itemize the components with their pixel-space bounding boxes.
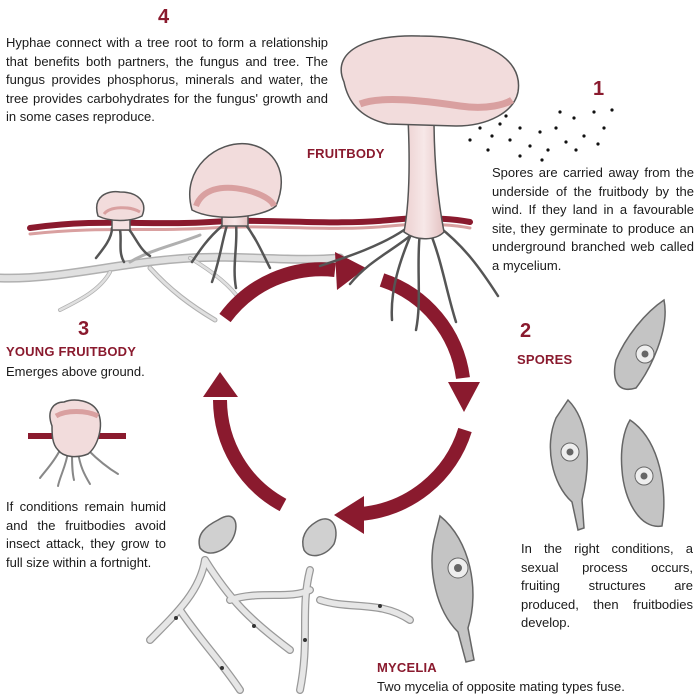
step-4-text: Hyphae connect with a tree root to form … xyxy=(6,35,328,124)
medium-fruitbody xyxy=(189,142,282,290)
step-3-number: 3 xyxy=(78,318,90,340)
spore-nuclei xyxy=(447,344,655,579)
spore-illustrations xyxy=(431,298,666,663)
step-1-text: Spores are carried away from the undersi… xyxy=(492,165,694,273)
spores-heading: SPORES xyxy=(517,352,573,367)
young-fruitbody-subtext: Emerges above ground. xyxy=(6,364,145,379)
cycle-arrowheads xyxy=(203,252,480,534)
young-fruitbody-illustration xyxy=(28,399,126,487)
large-fruitbody xyxy=(318,35,520,332)
step-3-text: If conditions remain humid and the fruit… xyxy=(6,499,166,570)
fruitbody-label: FRUITBODY xyxy=(307,146,385,161)
step-2-number: 2 xyxy=(520,320,532,342)
mycelia-heading: MYCELIA xyxy=(377,660,437,675)
step-1-number: 1 xyxy=(593,78,605,100)
mycelia-text: Two mycelia of opposite mating types fus… xyxy=(377,679,625,694)
tree-root xyxy=(0,233,345,323)
step-2-text: In the right conditions, a sexual proces… xyxy=(521,541,693,630)
step-4-number: 4 xyxy=(158,6,170,28)
mycelia-network xyxy=(146,515,414,694)
cycle-arrows xyxy=(213,262,472,521)
spore-dots xyxy=(468,108,614,162)
small-fruitbody xyxy=(94,190,152,264)
young-fruitbody-heading: YOUNG FRUITBODY xyxy=(6,344,137,359)
